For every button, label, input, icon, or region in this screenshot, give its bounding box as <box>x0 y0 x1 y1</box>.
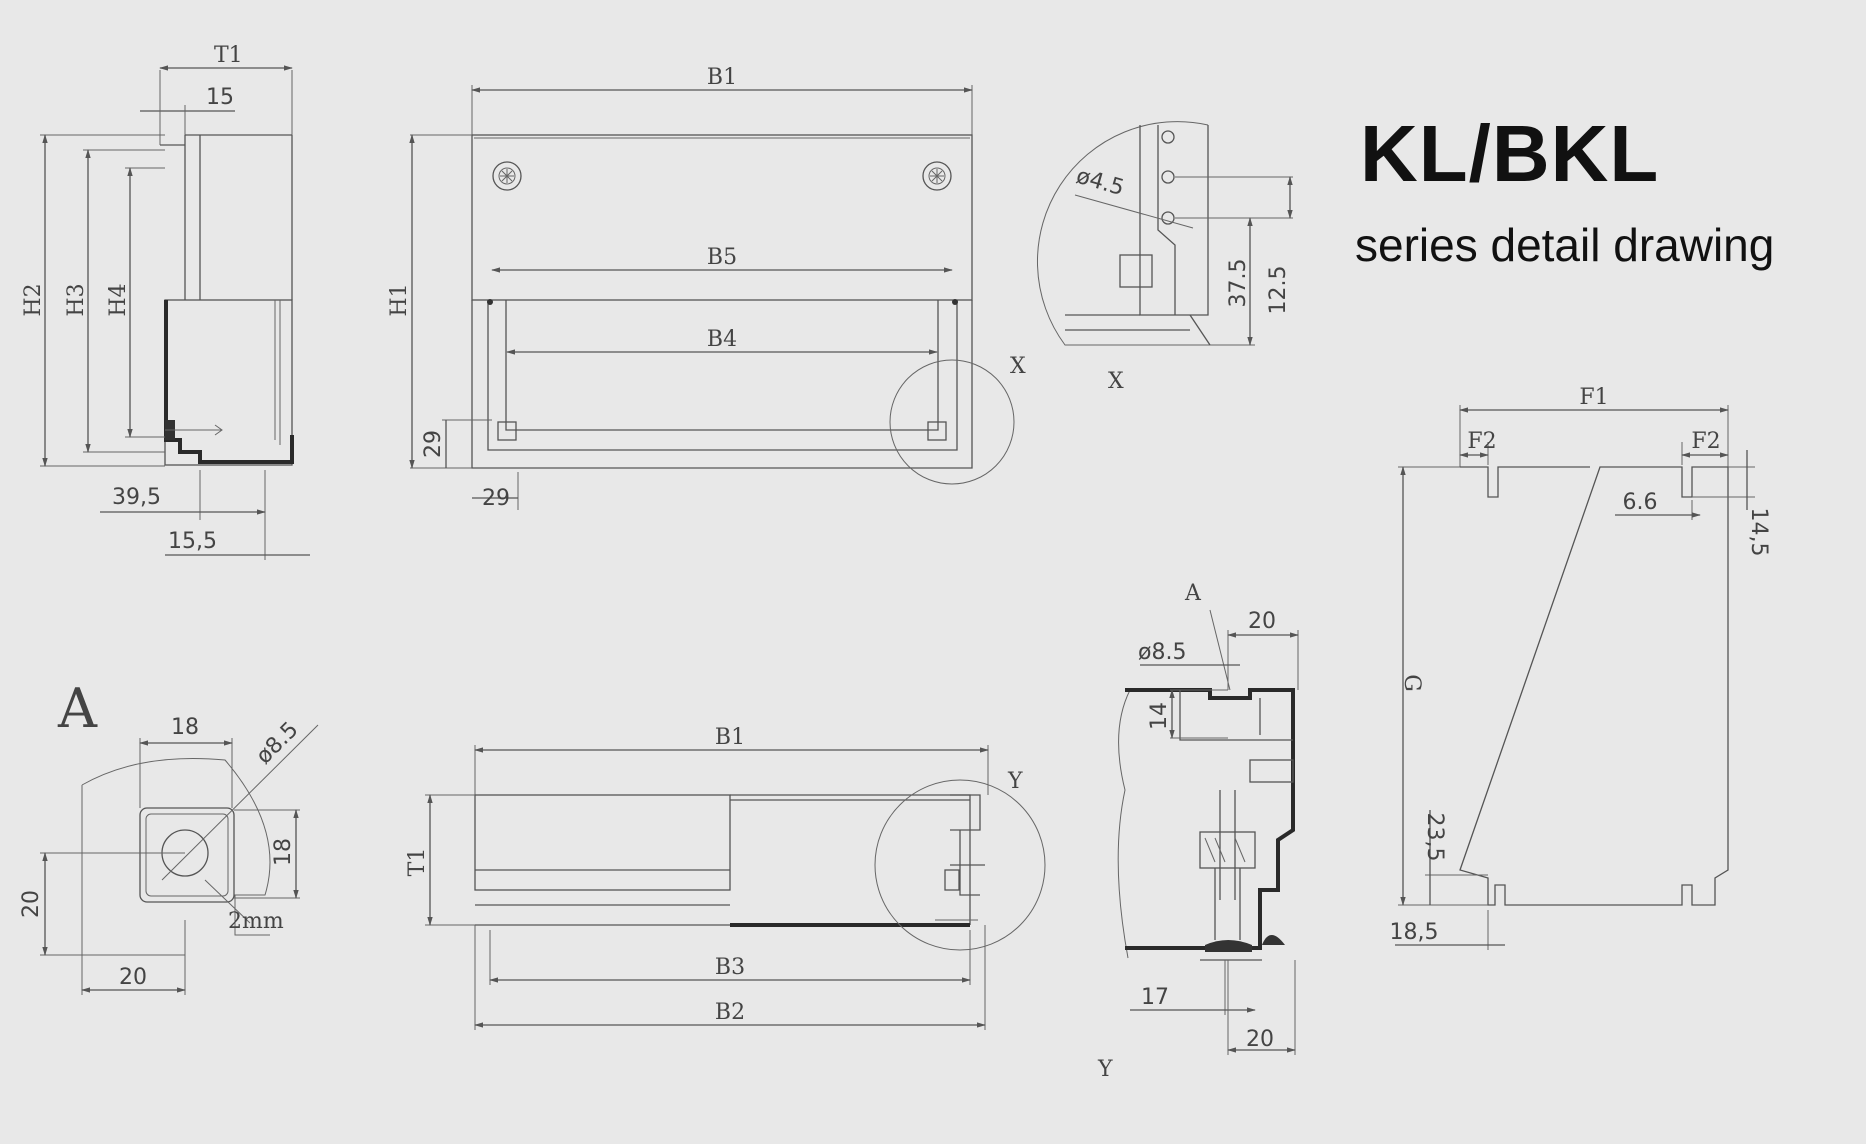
dim-20-bottom: 20 <box>119 965 147 990</box>
dim-f1: F1 <box>1579 385 1608 410</box>
dim-h1: H1 <box>387 283 412 316</box>
plate-view: F1 F2 F2 6.6 14,5 G 23,5 18,5 <box>1390 385 1771 950</box>
detail-a: A 18 ø8.5 18 20 2mm 20 <box>19 677 319 995</box>
dim-15: 15 <box>206 85 234 110</box>
dim-t1-top: T1 <box>405 848 430 877</box>
dim-g: G <box>1399 674 1424 692</box>
drawing-subtitle: series detail drawing <box>1355 219 1775 271</box>
dim-b1-top: B1 <box>715 725 745 750</box>
dim-14-5: 14,5 <box>1746 508 1771 557</box>
side-view: T1 15 H2 H3 H4 39,5 15,5 <box>21 43 310 560</box>
front-view: B1 B5 B4 H1 29 29 X <box>387 65 1026 511</box>
marker-x: X <box>1010 354 1026 379</box>
dim-18-5: 18,5 <box>1390 920 1439 945</box>
dim-6-6: 6.6 <box>1623 490 1658 515</box>
detail-a-label: A <box>57 677 98 740</box>
dim-20-top: 20 <box>1248 609 1276 634</box>
dim-20-bottom-y: 20 <box>1246 1027 1274 1052</box>
dim-b2: B2 <box>715 1000 745 1025</box>
dim-18-top: 18 <box>171 715 199 740</box>
dim-37-5: 37.5 <box>1226 259 1251 308</box>
dim-b1-front: B1 <box>707 65 737 90</box>
dim-h3: H3 <box>64 283 89 316</box>
dim-15-5: 15,5 <box>168 529 217 554</box>
dim-39-5: 39,5 <box>112 485 161 510</box>
dim-b3: B3 <box>715 955 745 980</box>
dim-29-horizontal: 29 <box>482 486 510 511</box>
detail-x: ø4.5 37.5 12.5 X <box>1036 121 1293 394</box>
top-view: B1 T1 B3 B2 Y <box>405 725 1046 1030</box>
dim-t1: T1 <box>214 43 243 68</box>
dim-dia-8-5-a: ø8.5 <box>252 717 304 769</box>
dim-b5: B5 <box>707 245 737 270</box>
dim-29-vertical: 29 <box>421 430 446 458</box>
dim-h2: H2 <box>21 283 46 316</box>
dim-17: 17 <box>1141 985 1169 1010</box>
dim-dia-8-5-y: ø8.5 <box>1138 640 1186 665</box>
detail-y-label: Y <box>1097 1057 1113 1082</box>
marker-y: Y <box>1007 769 1023 794</box>
dim-a-pointer: A <box>1184 581 1202 606</box>
dim-h4: H4 <box>106 283 131 316</box>
dim-2mm: 2mm <box>228 909 284 934</box>
dim-14: 14 <box>1147 702 1172 730</box>
dim-18-side: 18 <box>271 838 296 866</box>
dim-b4: B4 <box>707 327 737 352</box>
dim-20-side: 20 <box>19 890 44 918</box>
dim-23-5: 23,5 <box>1422 813 1447 862</box>
dim-f2-right: F2 <box>1691 429 1720 454</box>
dim-f2-left: F2 <box>1467 429 1496 454</box>
detail-y: A 20 ø8.5 14 17 20 Y <box>1097 581 1299 1082</box>
detail-x-label: X <box>1108 369 1124 394</box>
dim-dia-4-5: ø4.5 <box>1073 164 1126 201</box>
drawing-title: KL/BKL <box>1360 109 1660 198</box>
dim-12-5: 12.5 <box>1266 266 1291 315</box>
